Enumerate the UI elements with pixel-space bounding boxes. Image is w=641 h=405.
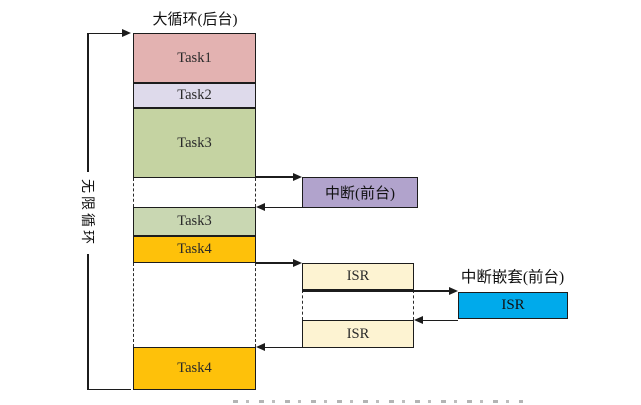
task3-label: Task3 — [177, 134, 212, 151]
task1-label: Task1 — [177, 49, 212, 66]
isr-gap-right-dash — [412, 290, 414, 320]
nested-isr-label: ISR — [501, 297, 525, 313]
task4-resume-label: Task4 — [177, 360, 212, 376]
arrow-to-interrupt-head-icon — [293, 172, 302, 181]
idle-gap-interrupt — [133, 178, 256, 207]
isr2-label: ISR — [346, 325, 370, 342]
nested-isr-box: ISR — [458, 292, 568, 319]
task2-label: Task2 — [177, 87, 212, 103]
task4-label: Task4 — [177, 241, 212, 257]
task1-block: Task1 — [133, 33, 256, 83]
task3-block: Task3 — [133, 108, 256, 178]
loop-bottom-line — [87, 388, 131, 390]
nested-interrupt-title: 中断嵌套(前台) — [460, 269, 565, 286]
isr1-label: ISR — [346, 268, 370, 284]
arrow-to-isr1-head-icon — [293, 258, 302, 267]
arrow-return-nested-head-icon — [414, 315, 423, 324]
arrow-return-isr2-head-icon — [256, 343, 265, 351]
isr1-box: ISR — [302, 263, 414, 290]
arrow-return-nested-line — [422, 319, 458, 321]
cropped-caption-fragment — [233, 400, 523, 403]
arrow-return-isr2-line — [264, 346, 302, 349]
arrow-to-nested-isr-line — [302, 290, 449, 292]
isr2-box: ISR — [302, 320, 414, 348]
idle-gap-isr — [133, 263, 256, 347]
task4-resume-block: Task4 — [133, 347, 256, 390]
task3-resume-label: Task3 — [177, 213, 212, 229]
arrow-to-interrupt-line — [256, 176, 294, 178]
arrow-return-interrupt-head-icon — [256, 202, 265, 211]
infinite-loop-label: 无限循环 — [76, 172, 100, 254]
arrow-to-isr1-line — [256, 262, 294, 264]
isr-gap-left-dash — [302, 290, 303, 320]
loop-top-line — [87, 32, 123, 34]
task2-block: Task2 — [133, 83, 256, 108]
loop-top-arrowhead-icon — [122, 28, 131, 37]
arrow-return-interrupt-line — [264, 206, 302, 208]
interrupt-box: 中断(前台) — [302, 177, 418, 208]
interrupt-label: 中断(前台) — [325, 186, 395, 202]
arrow-to-nested-isr-head-icon — [449, 286, 458, 295]
task3-resume-block: Task3 — [133, 207, 256, 236]
task4-block: Task4 — [133, 236, 256, 263]
background-loop-title: 大循环(后台) — [152, 12, 238, 28]
